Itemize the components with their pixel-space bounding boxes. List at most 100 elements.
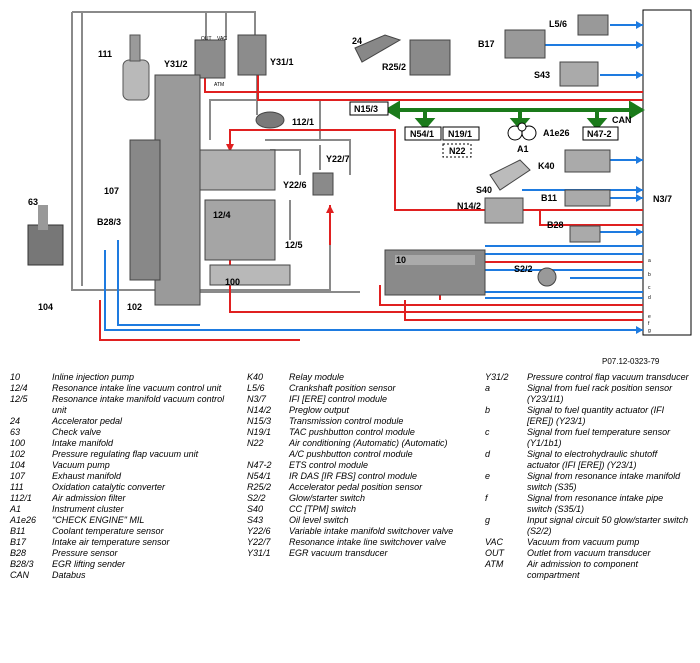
pin-a: a bbox=[648, 258, 651, 264]
label-n22: N22 bbox=[449, 146, 466, 156]
legend-entry: 12/4 Resonance intake line vacuum control… bbox=[10, 383, 240, 394]
legend-code: 112/1 bbox=[10, 493, 32, 503]
legend-entry: K40 Relay module bbox=[247, 372, 457, 383]
label-atm: ATM bbox=[214, 82, 224, 88]
legend-description: Vacuum from vacuum pump bbox=[527, 537, 640, 547]
label-n541: N54/1 bbox=[410, 129, 434, 139]
pin-c: c bbox=[648, 285, 651, 291]
legend-code: 104 bbox=[10, 460, 26, 470]
legend-code: B17 bbox=[10, 537, 27, 547]
cc-switch-s40 bbox=[489, 159, 531, 191]
legend-description: Accelerator pedal bbox=[52, 416, 123, 426]
legend-column-3: Y31/2 Pressure control flap vacuum transd… bbox=[485, 372, 690, 581]
legend-code: N22 bbox=[247, 438, 264, 448]
legend-code: N47-2 bbox=[247, 460, 272, 470]
legend-code: N3/7 bbox=[247, 394, 267, 404]
legend-description: Relay module bbox=[289, 372, 345, 382]
legend-entry: N47-2 ETS control module bbox=[247, 460, 457, 471]
legend-code: S43 bbox=[247, 515, 264, 525]
legend-description: Signal from fuel temperature sensor (Y1/… bbox=[527, 427, 671, 448]
instrument-cluster-a1 bbox=[507, 122, 537, 141]
pin-e: e bbox=[648, 314, 651, 320]
legend-description: CC [TPM] switch bbox=[289, 504, 357, 514]
legend-description: Crankshaft position sensor bbox=[289, 383, 396, 393]
legend-code: N14/2 bbox=[247, 405, 272, 415]
legend-description: Variable intake manifold switchover valv… bbox=[289, 526, 454, 536]
legend-description: IR DAS [IR FBS] control module bbox=[289, 471, 418, 481]
label-y311: Y31/1 bbox=[270, 57, 294, 67]
relay-module-k40 bbox=[564, 149, 611, 173]
label-a1: A1 bbox=[517, 144, 529, 154]
legend-description: Air admission to component compartment bbox=[527, 559, 639, 580]
accelerator-pedal-24 bbox=[354, 34, 402, 63]
n37-control-module bbox=[642, 9, 692, 336]
label-b17: B17 bbox=[478, 39, 495, 49]
legend-code: b bbox=[485, 405, 491, 415]
legend-code: Y22/7 bbox=[247, 537, 271, 547]
legend-code: K40 bbox=[247, 372, 264, 382]
pin-b: b bbox=[648, 272, 651, 278]
legend-description: TAC pushbutton control module bbox=[289, 427, 415, 437]
legend-entry: CAN Databus bbox=[10, 570, 240, 581]
label-n142: N14/2 bbox=[457, 201, 481, 211]
legend-code: S2/2 bbox=[247, 493, 266, 503]
legend-description: Outlet from vacuum transducer bbox=[527, 548, 651, 558]
can-bus bbox=[384, 100, 645, 131]
legend-code: 102 bbox=[10, 449, 26, 459]
oil-level-switch-s43 bbox=[559, 61, 599, 87]
legend-description: Vacuum pump bbox=[52, 460, 110, 470]
legend-description: Resonance intake line switchover valve bbox=[289, 537, 447, 547]
legend-code: Y31/2 bbox=[485, 372, 509, 382]
injection-pump-10 bbox=[384, 249, 486, 296]
air-filter-1121 bbox=[255, 111, 285, 129]
legend-description: Pressure control flap vacuum transducer bbox=[527, 372, 689, 382]
legend-code: f bbox=[485, 493, 488, 503]
label-box-n541 bbox=[404, 126, 442, 141]
legend-code: B28 bbox=[10, 548, 27, 558]
legend-code: CAN bbox=[10, 570, 30, 580]
legend-description: Databus bbox=[52, 570, 86, 580]
label-r252: R25/2 bbox=[382, 62, 406, 72]
legend-description: ETS control module bbox=[289, 460, 369, 470]
label-vac: VAC bbox=[217, 36, 227, 42]
legend-entry: 104 Vacuum pump bbox=[10, 460, 240, 471]
legend-code: 111 bbox=[10, 482, 24, 492]
legend-description: EGR lifting sender bbox=[52, 559, 126, 569]
legend-code: 24 bbox=[10, 416, 21, 426]
figure-id: P07.12-0323-79 bbox=[602, 357, 660, 366]
label-24: 24 bbox=[352, 36, 362, 46]
legend-description: Signal from resonance intake pipe switch… bbox=[527, 493, 664, 514]
legend-description: Accelerator pedal position sensor bbox=[289, 482, 423, 492]
label-box-n191 bbox=[442, 126, 480, 141]
legend-code: B28/3 bbox=[10, 559, 34, 569]
legend-description: Resonance intake line vacuum control uni… bbox=[52, 383, 222, 393]
pressure-sensor-b28 bbox=[569, 225, 601, 243]
legend-entry: A1e26"CHECK ENGINE" MIL bbox=[10, 515, 240, 526]
label-n191: N19/1 bbox=[448, 129, 472, 139]
pedal-sensor-r252 bbox=[409, 39, 451, 76]
legend-code: 12/4 bbox=[10, 383, 28, 393]
label-l56: L5/6 bbox=[549, 19, 567, 29]
label-a1e26: A1e26 bbox=[543, 128, 570, 138]
legend-description: Signal to fuel quantity actuator (IFI [E… bbox=[527, 405, 665, 426]
legend-description: Oxidation catalytic converter bbox=[52, 482, 166, 492]
legend-description: Check valve bbox=[52, 427, 102, 437]
legend-code: B11 bbox=[10, 526, 26, 536]
label-n37: N3/7 bbox=[653, 194, 672, 204]
label-107: 107 bbox=[104, 186, 119, 196]
